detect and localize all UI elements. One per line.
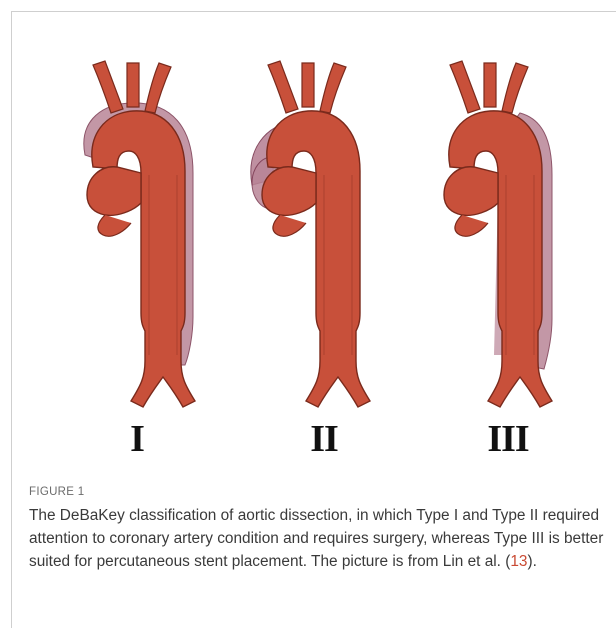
caption-end: ). [527, 553, 536, 570]
panel-label-iii: III [448, 420, 568, 458]
aorta-type-i [84, 61, 195, 407]
aorta-type-ii [251, 61, 370, 407]
panel-label-i: I [77, 420, 197, 458]
aorta-illustrations [0, 0, 616, 480]
panel-label-ii: II [264, 420, 384, 458]
citation-link[interactable]: 13 [510, 553, 527, 570]
figure-caption: The DeBaKey classification of aortic dis… [29, 504, 604, 573]
aorta-type-iii [444, 61, 552, 407]
figure-label: FIGURE 1 [29, 486, 84, 498]
